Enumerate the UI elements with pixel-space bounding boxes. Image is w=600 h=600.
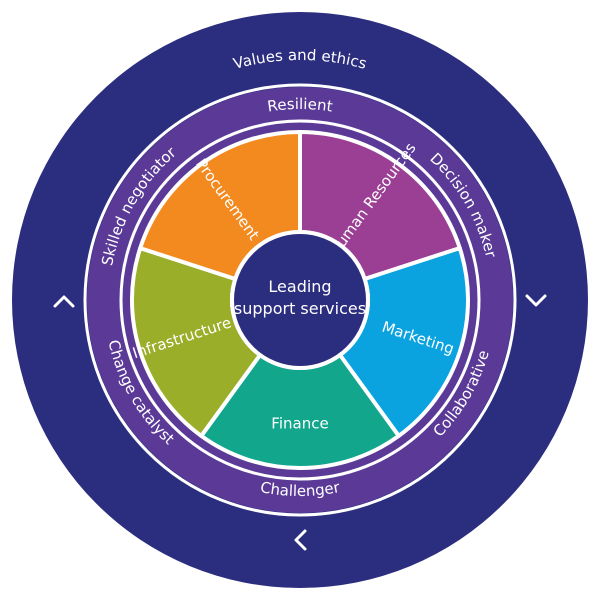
function-segments: Human ResourcesMarketingFinanceInfrastru… (130, 130, 470, 470)
center-circle (230, 230, 370, 370)
center-title-line2: support services (234, 299, 366, 318)
center-title-line1: Leading (268, 277, 331, 296)
segment-label-finance: Finance (271, 415, 328, 433)
chevron-left-icon[interactable] (294, 529, 307, 551)
rotation-arrows[interactable] (53, 294, 547, 551)
chevron-down-icon[interactable] (525, 294, 547, 307)
middle-ring-label-challenger: Challenger (259, 478, 342, 500)
chevron-up-icon[interactable] (53, 295, 75, 308)
middle-ring-inner-border (119, 119, 481, 481)
middle-ring-label-resilient: Resilient (266, 95, 334, 116)
outer-ring-inner-border (83, 83, 517, 517)
